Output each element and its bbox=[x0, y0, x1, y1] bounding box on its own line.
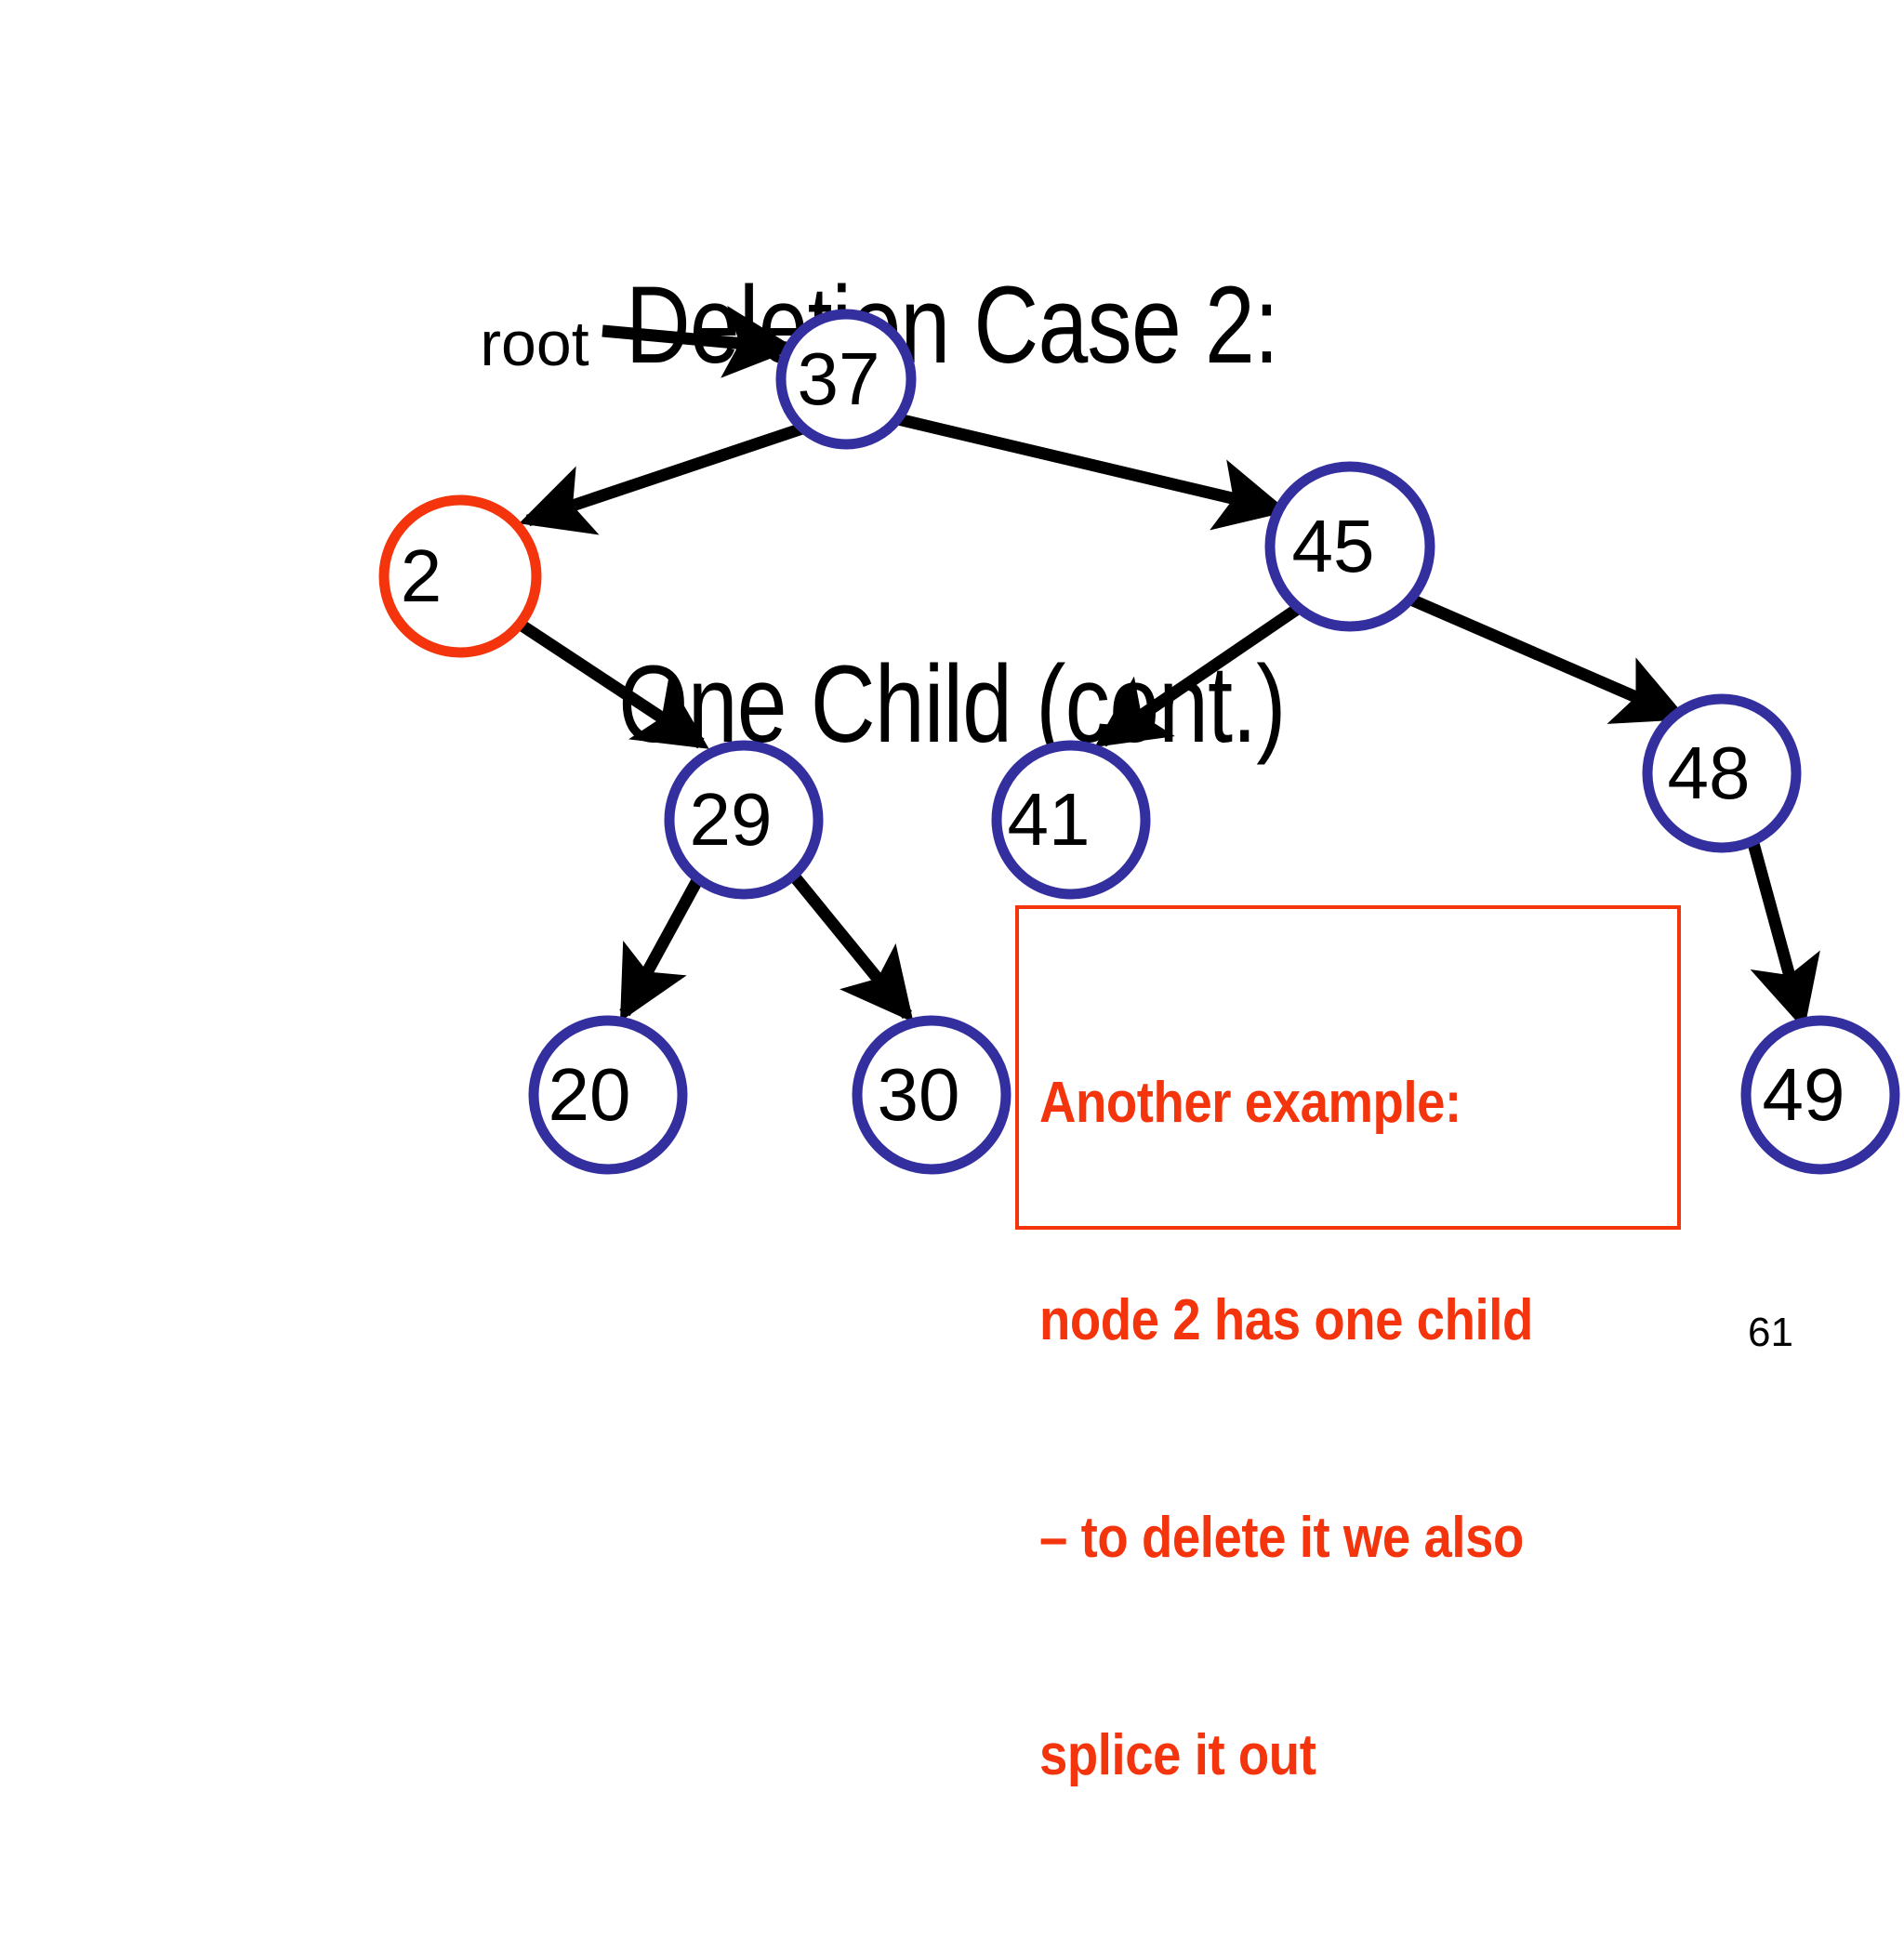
tree-edge-n29-to-n20 bbox=[619, 870, 707, 1022]
tree-edge-n29-to-n30 bbox=[787, 869, 914, 1023]
tree-edge-n45-to-n41 bbox=[1094, 600, 1305, 747]
tree-edge-n37-to-n2 bbox=[519, 421, 808, 535]
callout-line-4: splice it out bbox=[1039, 1723, 1316, 1787]
tree-edge-root-label-to-n37 bbox=[602, 306, 797, 378]
tree-node-label-49: 49 bbox=[1762, 1053, 1845, 1136]
tree-node-29[interactable] bbox=[664, 740, 824, 900]
tree-node-label-30: 30 bbox=[877, 1053, 960, 1136]
tree-node-49[interactable] bbox=[1740, 1015, 1900, 1175]
tree-node-48[interactable] bbox=[1642, 693, 1802, 853]
tree-node-label-45: 45 bbox=[1291, 505, 1375, 587]
tree-node-2[interactable] bbox=[378, 494, 542, 658]
edge-layer bbox=[517, 306, 1820, 1031]
callout-line-2: node 2 has one child bbox=[1039, 1288, 1533, 1352]
tree-node-label-20: 20 bbox=[548, 1053, 631, 1136]
tree-node-label-41: 41 bbox=[1007, 778, 1091, 861]
tree-node-20[interactable] bbox=[528, 1015, 688, 1175]
tree-node-label-29: 29 bbox=[689, 778, 773, 861]
callout-text: Another example: node 2 has one child – … bbox=[1039, 922, 1604, 1937]
tree-node-37[interactable] bbox=[775, 309, 917, 450]
tree-node-41[interactable] bbox=[991, 740, 1151, 900]
callout-line-1: Another example: bbox=[1039, 1071, 1461, 1135]
tree-edge-n45-to-n48 bbox=[1410, 595, 1688, 724]
tree-node-30[interactable] bbox=[852, 1015, 1012, 1175]
callout-line-3: – to delete it we also bbox=[1039, 1506, 1524, 1570]
tree-edge-n2-to-n29 bbox=[517, 619, 709, 749]
node-layer bbox=[378, 309, 1900, 1175]
tree-diagram bbox=[378, 306, 1900, 1175]
tree-node-45[interactable] bbox=[1264, 461, 1435, 632]
tree-edge-n48-to-n49 bbox=[1745, 835, 1820, 1031]
tree-node-label-48: 48 bbox=[1667, 731, 1751, 814]
title-line-1: Deletion Case 2: bbox=[625, 264, 1279, 387]
tree-node-label-2: 2 bbox=[400, 534, 443, 617]
page-number: 61 bbox=[1748, 1310, 1793, 1355]
tree-edge-n37-to-n45 bbox=[892, 412, 1289, 531]
callout-box: Another example: node 2 has one child – … bbox=[1015, 905, 1681, 1787]
tree-node-label-37: 37 bbox=[797, 337, 880, 420]
root-pointer-label: root bbox=[480, 309, 589, 379]
